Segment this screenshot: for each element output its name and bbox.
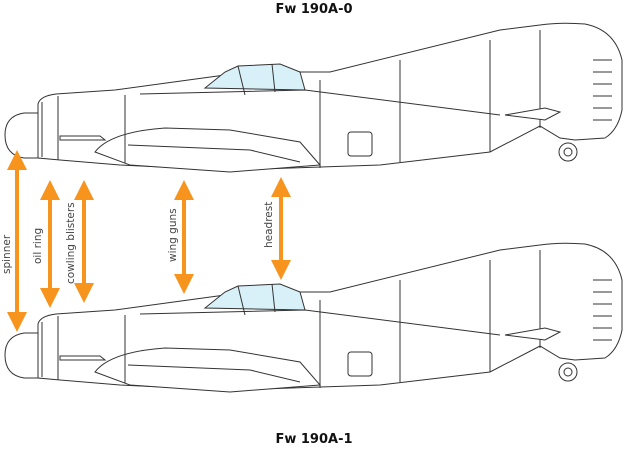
- top-aircraft-title: Fw 190A-0: [275, 2, 353, 17]
- bottom-aircraft-title: Fw 190A-1: [275, 432, 353, 447]
- wing-guns-label: wing guns: [167, 208, 179, 262]
- headrest-label: headrest: [263, 202, 275, 248]
- spinner-label: spinner: [1, 234, 13, 274]
- oil-ring-label: oil ring: [32, 228, 44, 264]
- aircraft-bottom-profile: [4, 242, 623, 393]
- aircraft-top-profile: [4, 22, 623, 173]
- cowling-blisters-label: cowling blisters: [65, 202, 77, 284]
